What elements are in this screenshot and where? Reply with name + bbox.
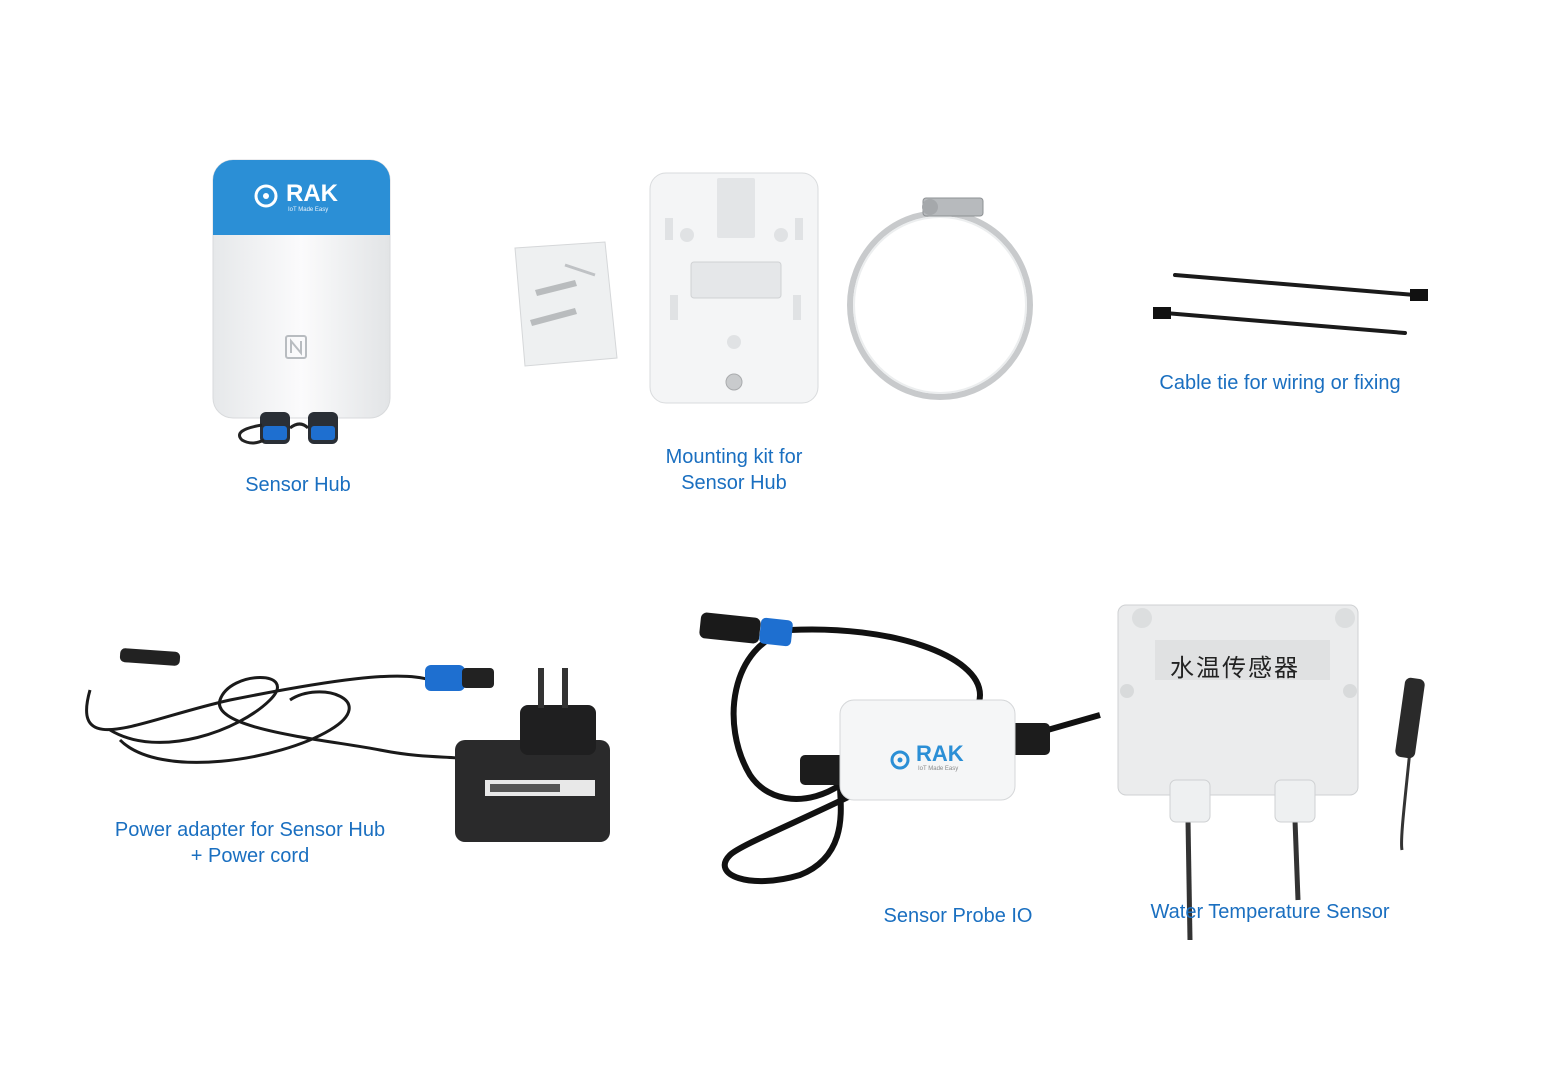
sensor-probe: RAK IoT Made Easy	[690, 605, 1110, 890]
water-temp-sensor-image	[1117, 604, 1425, 941]
mounting-plate-icon	[649, 172, 819, 404]
water-temp-sensor-caption: Water Temperature Sensor	[1150, 901, 1390, 923]
power-adapter-image	[85, 648, 610, 842]
sensor-hub-logo-text: RAK	[286, 180, 338, 207]
sensor-hub-caption: Sensor Hub	[245, 474, 351, 496]
cable-tie-caption: Cable tie for wiring or fixing	[1159, 372, 1401, 394]
mounting-kit-caption-line1: Mounting kit for	[665, 446, 803, 468]
sensor-probe-logo-text: RAK	[916, 741, 964, 766]
cable-ties	[1150, 265, 1440, 345]
power-adapter-caption-line1: Power adapter for Sensor Hub	[114, 819, 386, 841]
cable-ties-image	[1153, 273, 1428, 335]
mounting-kit-caption: Mounting kit for Sensor Hub	[634, 444, 834, 496]
water-temp-sensor: 水温传感器	[1110, 600, 1440, 941]
sensor-probe-logo-tagline: IoT Made Easy	[918, 766, 959, 772]
power-adapter-caption: Power adapter for Sensor Hub + Power cor…	[100, 817, 400, 869]
water-temp-box-label: 水温传感器	[1170, 654, 1300, 682]
sensor-hub-logo-tagline: IoT Made Easy	[288, 207, 329, 213]
sensor-probe-caption: Sensor Probe IO	[883, 905, 1033, 927]
mounting-kit-image	[514, 172, 1033, 404]
mounting-kit-caption-line2: Sensor Hub	[681, 472, 787, 494]
sensor-hub: RAK IoT Made Easy	[200, 150, 400, 450]
screw-bag-icon	[514, 241, 618, 367]
power-adapter-caption-line2: + Power cord	[190, 845, 310, 867]
power-adapter	[80, 640, 620, 850]
hose-clamp-icon	[847, 197, 1033, 400]
mounting-kit	[505, 170, 1045, 410]
sensor-hub-image	[212, 159, 391, 445]
sensor-probe-image	[699, 612, 1101, 885]
